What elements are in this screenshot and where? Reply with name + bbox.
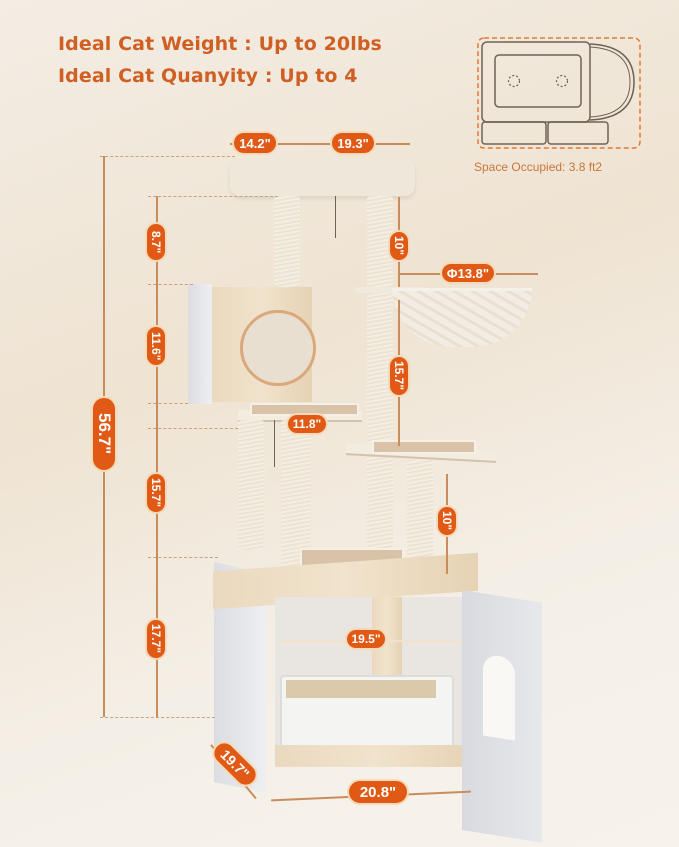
guide-condo-top — [148, 284, 193, 285]
inner-rod-width-label: 19.5" — [345, 628, 387, 650]
top-width-line — [230, 143, 410, 145]
top-perch-depth-label: 14.2" — [232, 131, 278, 155]
condo-platform-width-label: 11.8" — [286, 413, 328, 435]
base-width-label: 20.8" — [347, 779, 409, 805]
footprint-outline-icon — [477, 37, 641, 149]
right-platform-mat — [372, 440, 476, 454]
condo-height-label: 11.6" — [145, 325, 167, 367]
top-perch — [230, 158, 415, 196]
post-to-hammock-label: 10" — [388, 230, 410, 262]
top-left-post — [274, 196, 300, 288]
cabinet-floor — [275, 745, 475, 767]
condo-entrance — [240, 310, 316, 386]
hammock-arm — [355, 287, 425, 293]
headline-weight: Ideal Cat Weight : Up to 20lbs — [58, 33, 382, 55]
hammock-diameter-label: Φ13.8" — [440, 262, 496, 284]
total-height-label: 56.7" — [91, 396, 117, 472]
toy-ball-2 — [267, 467, 282, 482]
guide-top — [100, 156, 235, 157]
mid-left-post — [238, 420, 264, 550]
footprint-caption: Space Occupied: 3.8 ft2 — [474, 160, 603, 174]
toy-ball — [328, 238, 343, 253]
guide-floor — [100, 717, 215, 718]
base-height-label: 17.7" — [145, 618, 167, 660]
headline-quantity: Ideal Cat Quanyity : Up to 4 — [58, 65, 358, 87]
segment-height-line — [156, 196, 158, 717]
guide-perch-bottom — [148, 196, 278, 197]
top-to-condo-label: 8.7" — [145, 222, 167, 262]
guide-condo-bottom — [148, 403, 188, 404]
toy-string — [335, 196, 336, 238]
platform-to-base-label: 10" — [436, 505, 458, 537]
condo-side — [188, 284, 212, 404]
toy-string-2 — [274, 420, 275, 467]
top-perch-width-label: 19.3" — [330, 131, 376, 155]
footprint-diagram — [476, 36, 642, 150]
condo-to-base-label: 15.7" — [145, 472, 167, 514]
door-cat-opening — [483, 653, 515, 741]
guide-condo-platform — [148, 428, 238, 429]
guide-base-top — [148, 557, 218, 558]
hammock-basket — [392, 288, 532, 347]
hammock-to-platform-label: 15.7" — [388, 355, 410, 397]
litter — [286, 680, 436, 698]
